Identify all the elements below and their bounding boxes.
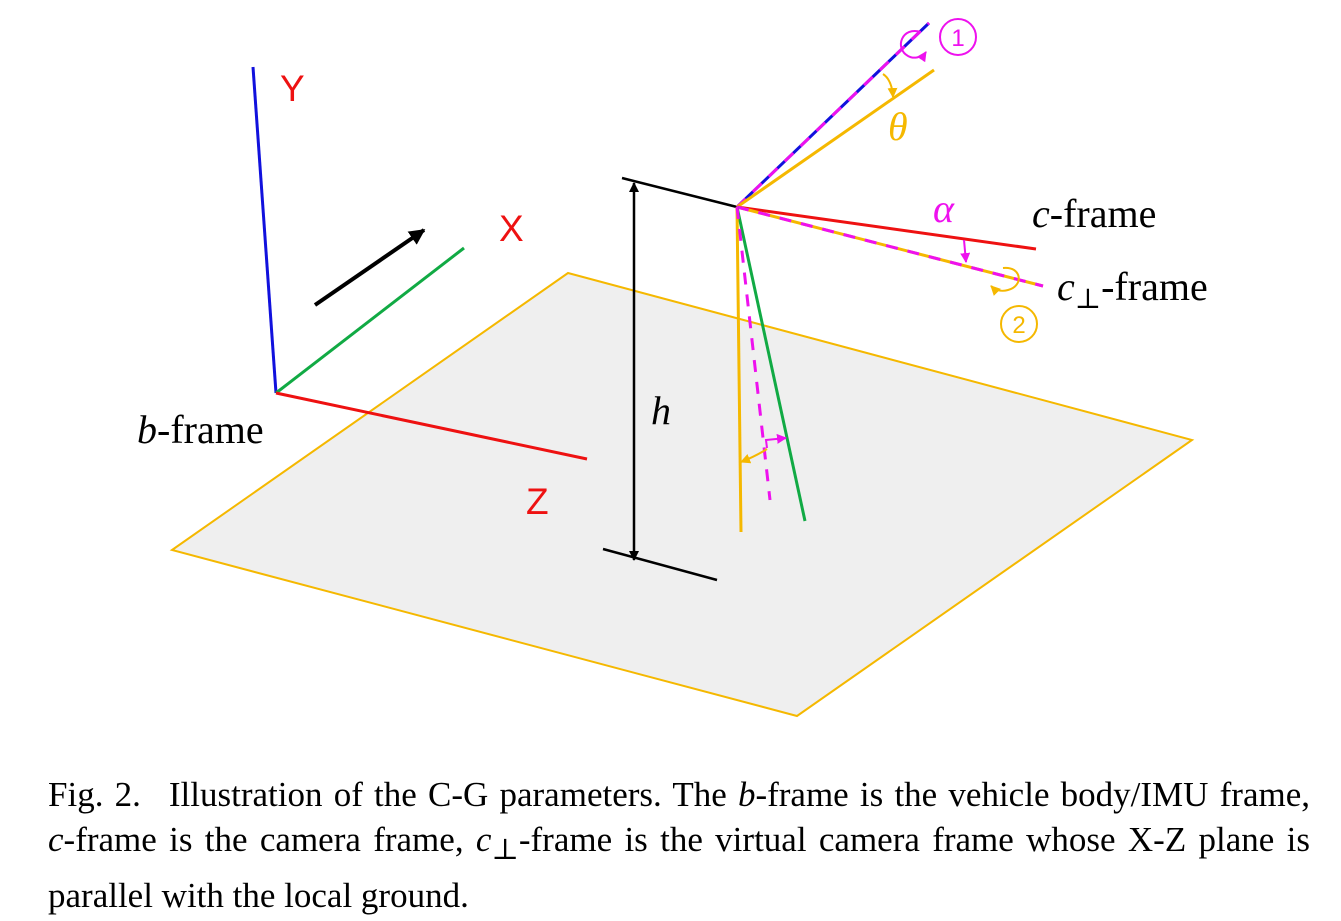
height-bottom-tick	[602, 547, 718, 582]
theta-rotation-arrow	[882, 73, 898, 98]
forward-direction-arrow	[313, 228, 426, 307]
lower-orange-arrow	[740, 448, 768, 464]
step-one-circle	[939, 18, 977, 56]
height-label: h	[651, 388, 671, 433]
alpha-rotation-arrow	[960, 239, 971, 263]
b-frame-label: b-frame	[137, 407, 264, 452]
b-axis-y-label: Y	[280, 68, 305, 109]
cg-parameters-diagram: Y X Z b-frame h 1 2 θ α c-frame c⊥-frame	[137, 18, 1208, 718]
cperp-frame-label: c⊥-frame	[1057, 264, 1208, 315]
c-frame-z-axis	[736, 205, 1037, 251]
height-top-tick	[621, 176, 738, 209]
figure-caption: Fig. 2.Illustration of the C-G parameter…	[48, 775, 1311, 915]
rotation-one-icon	[899, 29, 927, 63]
b-axis-z-label: Z	[526, 481, 549, 522]
b-frame-y-axis	[251, 66, 278, 394]
c-frame-up-axis-overlay	[735, 21, 931, 209]
alpha-label: α	[933, 186, 955, 231]
ground-plane	[169, 271, 1195, 718]
cperp-y-axis	[735, 206, 743, 533]
c-frame-label: c-frame	[1032, 191, 1156, 236]
b-axis-x-label: X	[499, 208, 524, 249]
b-frame-z-axis	[275, 391, 588, 461]
cperp-z-axis-magenta	[736, 205, 1044, 288]
step-two-circle	[1000, 305, 1038, 343]
theta-label: θ	[888, 104, 908, 149]
step-two-number: 2	[1012, 312, 1025, 339]
step-one-number: 1	[951, 25, 964, 52]
caption-label: Fig. 2.	[48, 775, 141, 814]
b-frame-x-axis	[275, 246, 465, 395]
c-frame-y-axis	[735, 206, 807, 522]
lower-magenta-arrow	[764, 433, 787, 449]
cperp-up-axis	[736, 68, 935, 209]
rotation-two-icon	[990, 266, 1020, 296]
